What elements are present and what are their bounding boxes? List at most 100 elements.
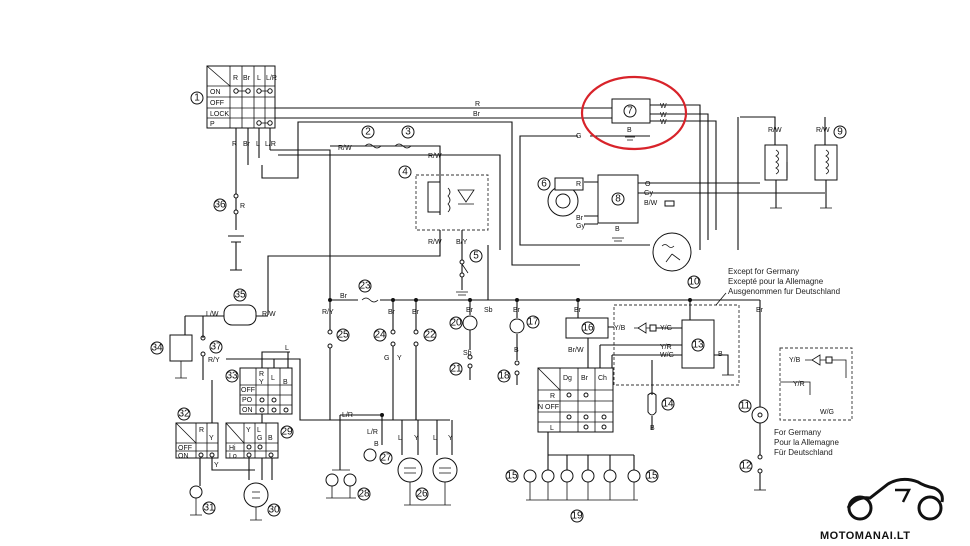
signal-relay-13: 13 Y/B Y/G Y/R W/G B [614, 319, 723, 369]
headlamp-30: 30 [243, 482, 281, 521]
svg-text:Dg: Dg [563, 375, 572, 382]
svg-text:Br: Br [756, 307, 764, 314]
svg-text:For Germany: For Germany [774, 428, 821, 437]
svg-text:3: 3 [405, 127, 411, 138]
brake-switch-22: Br Y 22 [397, 300, 437, 420]
generator: 10 [652, 232, 701, 289]
svg-text:25: 25 [337, 330, 349, 341]
svg-text:15: 15 [506, 471, 518, 482]
svg-text:23: 23 [359, 281, 371, 292]
svg-text:7: 7 [627, 106, 633, 117]
horn-31: 31 [189, 485, 216, 516]
svg-text:Y: Y [214, 462, 219, 469]
svg-text:B: B [627, 127, 632, 134]
svg-text:Y: Y [448, 435, 453, 442]
indicator-17: Br B 17 18 [497, 300, 540, 385]
lamps-28: 28 [325, 469, 371, 501]
wire-label-br-top: Br [473, 111, 481, 118]
svg-text:13: 13 [692, 340, 704, 351]
svg-text:Br: Br [574, 307, 582, 314]
component-number-4: 4 [398, 165, 412, 179]
main-switch: R Br L L/R ON OFF LOCK P R Br L L/R [206, 65, 277, 148]
note-except-germany: Except for Germany Excepté pour la Allem… [728, 267, 840, 296]
turn-signal-switch: Dg Br Ch R N OFF L 19 [537, 367, 614, 523]
svg-text:26: 26 [416, 489, 428, 500]
rectifier-coils-9: R/W R/W 9 [737, 116, 847, 250]
turn-lamps: 15 15 [505, 469, 659, 501]
svg-text:B: B [514, 347, 519, 354]
taillights-26: L Y L Y 26 [397, 420, 458, 506]
svg-text:O: O [645, 181, 651, 188]
svg-text:15: 15 [646, 471, 658, 482]
svg-text:L: L [433, 435, 437, 442]
svg-text:R/W: R/W [816, 127, 830, 134]
svg-text:R: R [259, 371, 264, 378]
svg-text:Br/W: Br/W [568, 347, 584, 354]
svg-text:R: R [240, 203, 245, 210]
main-switch-pos-lock: LOCK [210, 111, 229, 118]
svg-text:L: L [285, 345, 289, 352]
main-switch-wire-br: Br [243, 141, 251, 148]
highlight-circle [580, 75, 688, 151]
svg-text:Sb: Sb [484, 307, 493, 314]
svg-text:Gy: Gy [576, 223, 585, 230]
svg-text:OFF: OFF [545, 404, 559, 411]
svg-text:1: 1 [194, 93, 200, 104]
main-switch-header-br: Br [243, 75, 251, 82]
svg-text:W: W [660, 112, 667, 119]
svg-text:N: N [538, 404, 543, 411]
main-switch-wire-r: R [232, 141, 237, 148]
svg-text:Br: Br [513, 307, 521, 314]
main-switch-header-r: R [233, 75, 238, 82]
flasher-relay-16: 16 Br/W [565, 317, 609, 354]
horn-switch-32: R Y OFF ON 32 [175, 407, 219, 460]
svg-text:37: 37 [210, 342, 222, 353]
svg-text:R/Y: R/Y [322, 309, 334, 316]
svg-text:L: L [257, 427, 261, 434]
svg-text:Für Deutschland: Für Deutschland [774, 448, 833, 457]
svg-text:W: W [660, 119, 667, 126]
main-fuse-35: 35 L/W R/W [206, 288, 276, 326]
diode-14: 14 B [647, 360, 675, 432]
svg-text:35: 35 [234, 290, 246, 301]
svg-text:Y: Y [246, 427, 251, 434]
svg-text:L: L [398, 435, 402, 442]
svg-text:L/R: L/R [367, 429, 378, 436]
svg-text:33: 33 [226, 371, 238, 382]
svg-text:Br: Br [340, 293, 348, 300]
svg-text:B/W: B/W [644, 200, 658, 207]
svg-text:OFF: OFF [178, 445, 192, 452]
svg-text:Br: Br [412, 309, 420, 316]
svg-text:14: 14 [662, 399, 674, 410]
svg-text:10: 10 [688, 277, 700, 288]
main-switch-pos-off: OFF [210, 100, 224, 107]
svg-text:R: R [550, 393, 555, 400]
fuse-23: Br 23 [340, 279, 379, 303]
svg-text:Br: Br [576, 215, 584, 222]
svg-text:PO: PO [242, 397, 253, 404]
svg-text:Sb: Sb [463, 350, 472, 357]
svg-text:17: 17 [527, 317, 539, 328]
svg-text:OFF: OFF [241, 387, 255, 394]
meter-light-27: L/R 27 B [363, 429, 393, 465]
main-switch-header-lr: L/R [266, 75, 277, 82]
svg-text:G: G [576, 133, 581, 140]
main-switch-pos-on: ON [210, 89, 221, 96]
svg-text:Y: Y [414, 435, 419, 442]
svg-text:24: 24 [374, 330, 386, 341]
svg-text:Y/R: Y/R [660, 344, 672, 351]
svg-text:12: 12 [740, 461, 752, 472]
svg-text:32: 32 [178, 409, 190, 420]
svg-text:Y: Y [209, 435, 214, 442]
svg-text:R/W: R/W [338, 145, 352, 152]
svg-text:Y: Y [397, 355, 402, 362]
svg-text:ON: ON [242, 407, 253, 414]
svg-text:L: L [550, 425, 554, 432]
svg-text:27: 27 [380, 453, 392, 464]
starter-relay: R/W R/W B/Y [415, 153, 489, 246]
svg-text:Br: Br [388, 309, 396, 316]
svg-text:W/G: W/G [820, 409, 834, 416]
svg-text:R/W: R/W [768, 127, 782, 134]
svg-text:L: L [271, 375, 275, 382]
